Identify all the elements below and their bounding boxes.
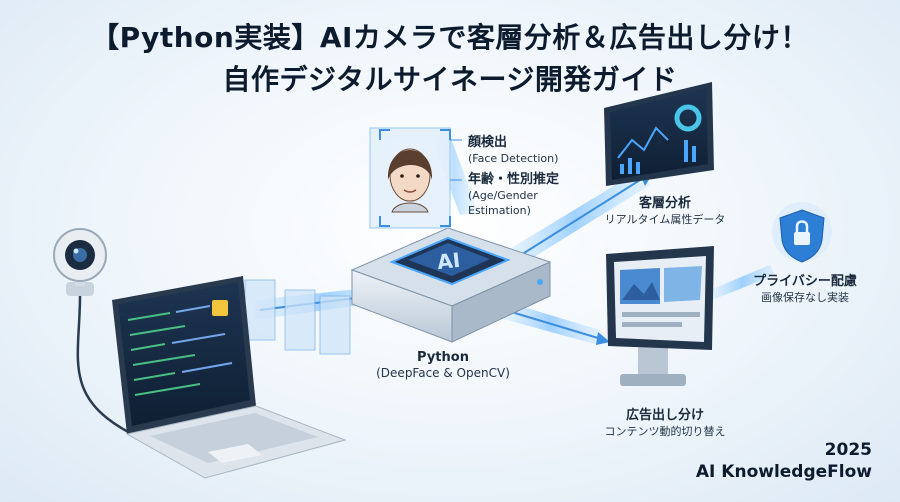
signage-monitor-icon: [606, 246, 714, 386]
webcam-icon: [53, 228, 141, 440]
age-gender-sub2: Estimation): [468, 204, 531, 218]
ai-chip-icon: AI: [350, 227, 552, 343]
demographics-label: 客層分析 リアルタイム属性データ: [585, 196, 745, 227]
age-gender-title: 年齢・性別推定: [468, 172, 560, 187]
demographics-sub: リアルタイム属性データ: [604, 213, 726, 227]
demographics-title: 客層分析: [638, 196, 691, 211]
python-label: Python (DeepFace & OpenCV): [368, 350, 518, 381]
chip-label: AI: [436, 248, 461, 274]
face-detection-label: 顔検出 (Face Detection): [468, 135, 558, 166]
face-detection-sub: (Face Detection): [468, 152, 559, 166]
age-gender-sub1: (Age/Gender: [468, 189, 538, 203]
ad-switch-sub: コンテンツ動的切り替え: [604, 425, 726, 439]
footer-year: 2025: [824, 440, 872, 460]
ad-switch-title: 広告出し分け: [625, 408, 704, 423]
dashboard-icon: [604, 82, 714, 186]
data-panels: [244, 279, 351, 355]
python-sub: (DeepFace & OpenCV): [376, 366, 510, 381]
privacy-label: プライバシー配慮 画像保存なし実装: [735, 274, 875, 305]
age-gender-label: 年齢・性別推定 (Age/Gender Estimation): [468, 172, 559, 218]
privacy-title: プライバシー配慮: [753, 274, 857, 289]
ad-switch-label: 広告出し分け コンテンツ動的切り替え: [585, 408, 745, 439]
python-title: Python: [417, 350, 469, 365]
laptop-icon: [112, 276, 347, 479]
footer-brand: AI KnowledgeFlow: [695, 462, 872, 482]
shield-lock-icon: [772, 202, 832, 263]
face-scan-icon: [369, 127, 462, 229]
page-title-line1: 【Python実装】AIカメラで客層分析＆広告出し分け！: [91, 21, 809, 54]
page-title-line2: 自作デジタルサイネージ開発ガイド: [222, 63, 678, 96]
privacy-sub: 画像保存なし実装: [761, 291, 849, 305]
face-detection-title: 顔検出: [468, 135, 508, 150]
